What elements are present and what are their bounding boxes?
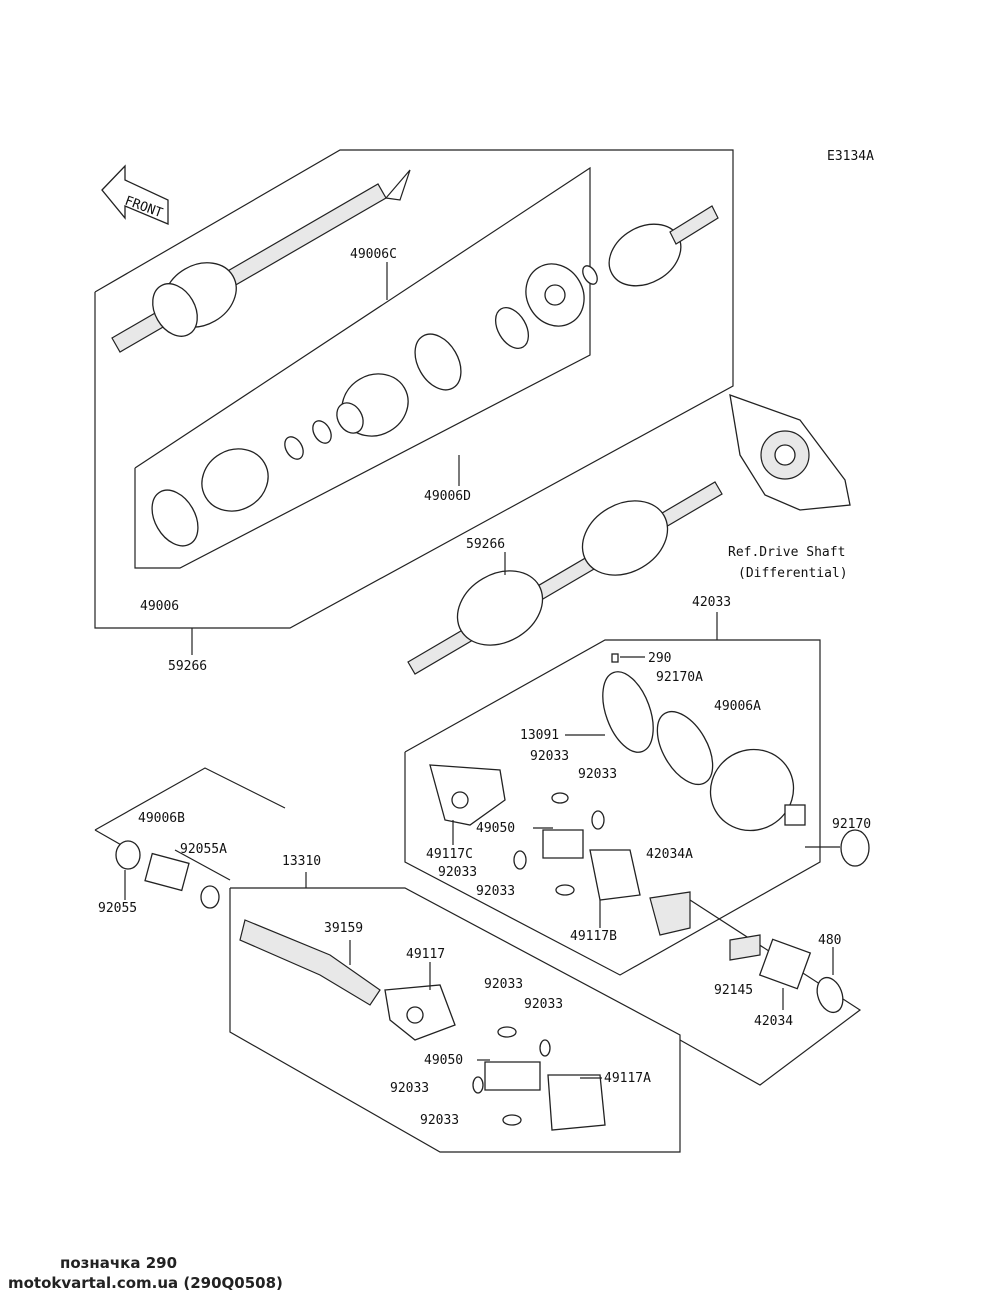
label-49117C: 49117C [426, 847, 473, 862]
label-59266-upper: 59266 [466, 537, 505, 552]
label-92033-d: 92033 [476, 884, 515, 899]
label-42034A: 42034A [646, 847, 693, 862]
label-92033-f: 92033 [524, 997, 563, 1012]
label-49050-b: 49050 [424, 1053, 463, 1068]
label-42033: 42033 [692, 595, 731, 610]
label-49050-a: 49050 [476, 821, 515, 836]
cv-joint-outer [494, 205, 719, 349]
label-92170: 92170 [832, 817, 871, 832]
intermediate-shaft-parts [115, 840, 606, 1131]
label-92055A: 92055A [180, 842, 227, 857]
label-49006: 49006 [140, 599, 179, 614]
label-49117B: 49117B [570, 929, 617, 944]
label-49117A: 49117A [604, 1071, 651, 1086]
label-480: 480 [818, 933, 841, 948]
ref-note-line1: Ref.Drive Shaft [728, 545, 845, 560]
label-49006C: 49006C [350, 247, 397, 262]
middle-drive-shaft [407, 481, 723, 675]
front-arrow-icon: FRONT [101, 164, 169, 225]
label-92033-c: 92033 [438, 865, 477, 880]
label-49117: 49117 [406, 947, 445, 962]
label-92033-g: 92033 [390, 1081, 429, 1096]
label-92033-b: 92033 [578, 767, 617, 782]
label-49006D: 49006D [424, 489, 471, 504]
footer-site: motokvartal.com.ua (290Q0508) [8, 1274, 283, 1292]
label-42034: 42034 [754, 1014, 793, 1029]
ref-note-line2: (Differential) [738, 566, 848, 581]
label-13310: 13310 [282, 854, 321, 869]
label-39159: 39159 [324, 921, 363, 936]
label-92033-a: 92033 [530, 749, 569, 764]
differential-housing [729, 394, 851, 511]
label-92033-h: 92033 [420, 1113, 459, 1128]
label-59266-lower: 59266 [168, 659, 207, 674]
label-13091: 13091 [520, 728, 559, 743]
joint-parts [429, 653, 870, 1014]
boot-kit [151, 333, 462, 547]
label-290: 290 [648, 651, 671, 666]
diagram-code: E3134A [827, 149, 874, 164]
label-49006A: 49006A [714, 699, 761, 714]
label-92170A: 92170A [656, 670, 703, 685]
footer-mark: позначка 290 [60, 1254, 178, 1272]
assembly-frames [94, 149, 862, 1153]
label-49006B: 49006B [138, 811, 185, 826]
label-92145: 92145 [714, 983, 753, 998]
label-92033-e: 92033 [484, 977, 523, 992]
label-92055: 92055 [98, 901, 137, 916]
upper-drive-shaft [111, 169, 411, 353]
leader-lines [124, 262, 840, 1079]
